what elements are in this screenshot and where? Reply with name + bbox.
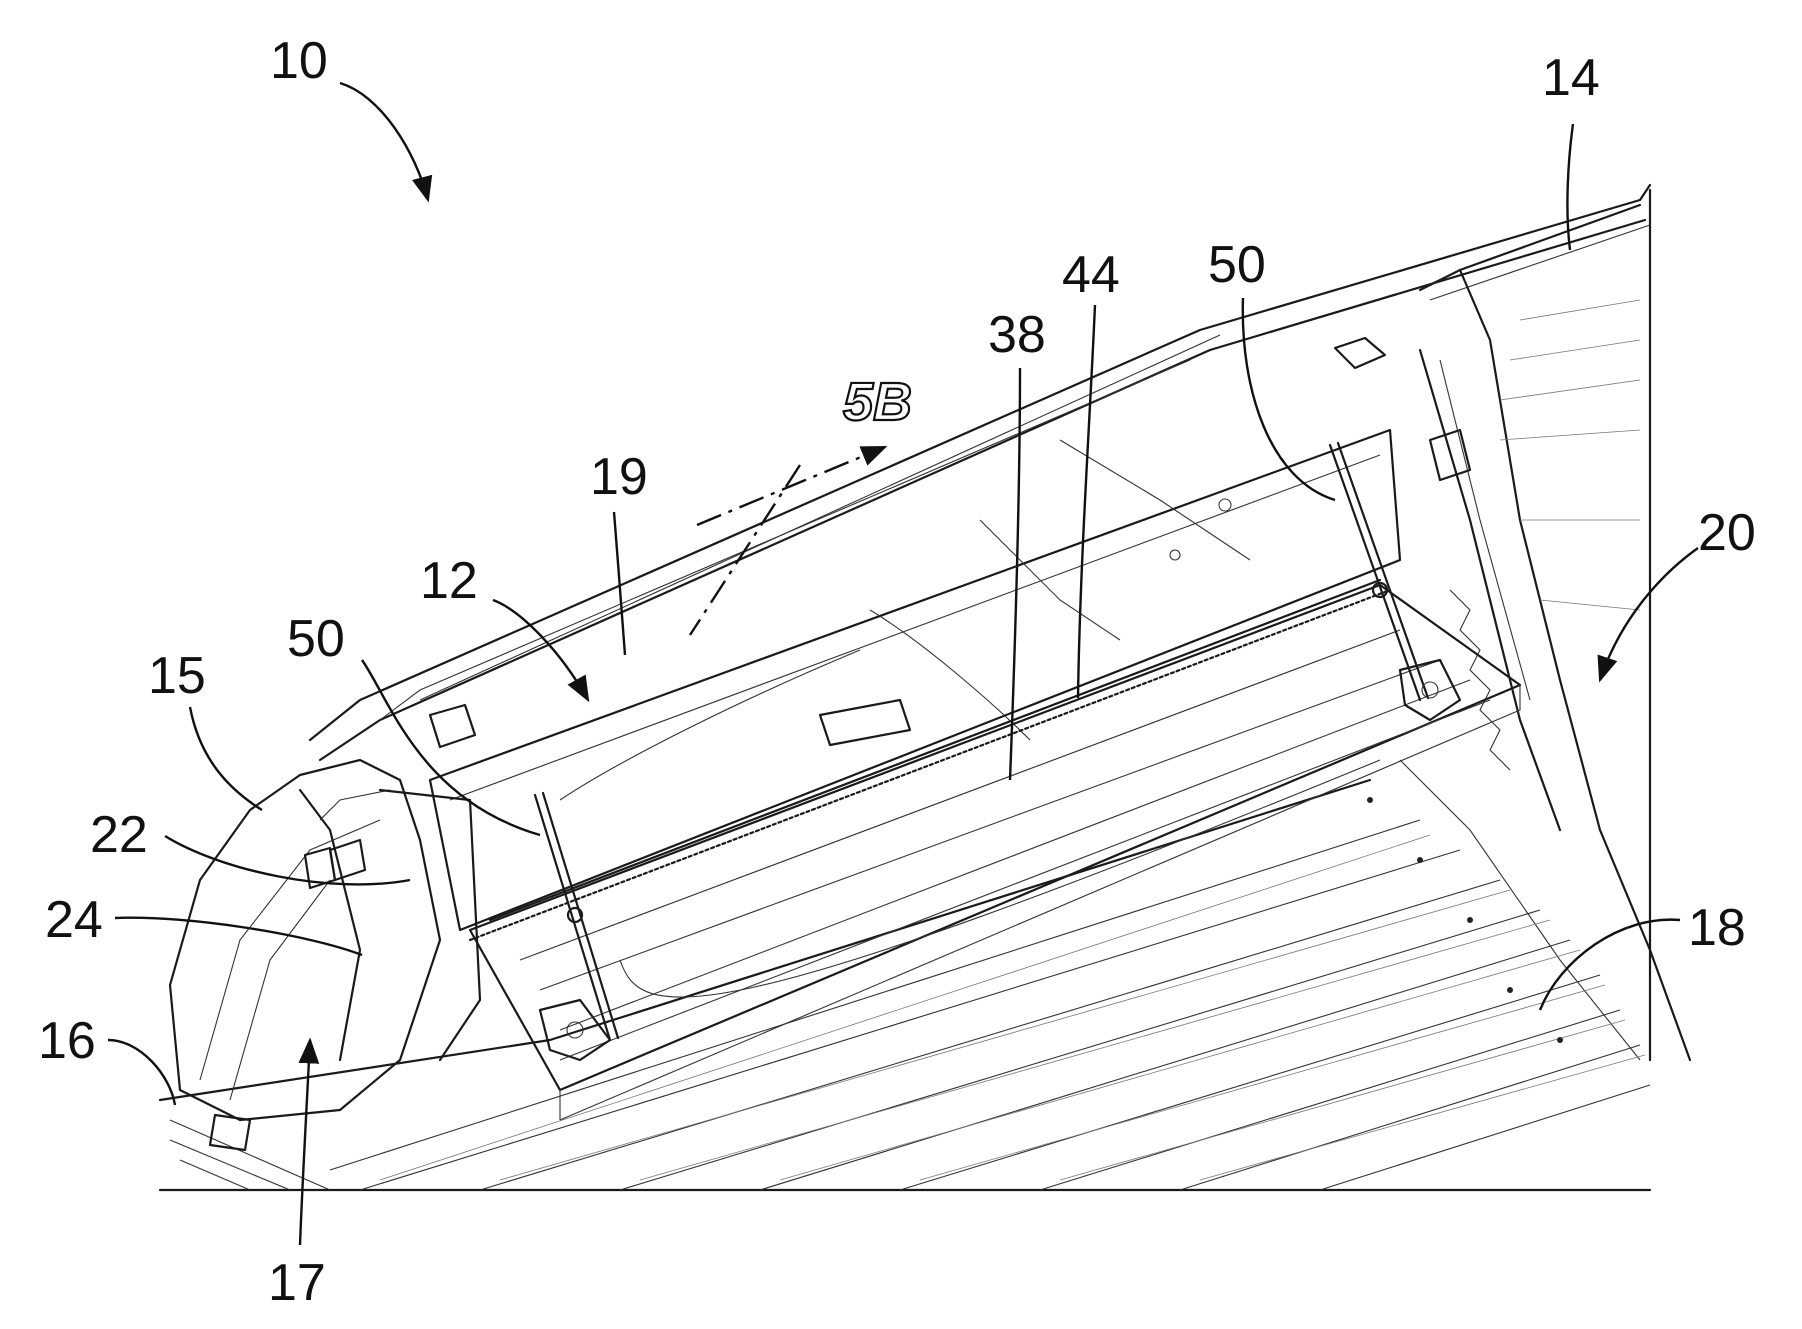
- ref-label-10: 10: [270, 32, 328, 90]
- ref-label-17: 17: [268, 1254, 326, 1312]
- reference-numerals: 10 14 50 44 38 5B 19 20 12 50 15 22 24 1…: [38, 32, 1756, 1312]
- ref-label-12: 12: [420, 552, 478, 610]
- ref-label-14: 14: [1542, 49, 1600, 107]
- truck-bed-illustration: [160, 185, 1690, 1190]
- ref-label-50-left: 50: [287, 610, 345, 668]
- ref-label-16: 16: [38, 1012, 96, 1070]
- storage-lid: [470, 580, 1520, 1120]
- ref-label-20: 20: [1698, 504, 1756, 562]
- ref-label-24: 24: [45, 891, 103, 949]
- section-view-label-5b: 5B: [843, 372, 912, 432]
- bed-side-wall: [1400, 190, 1690, 1060]
- ref-label-19: 19: [590, 448, 648, 506]
- ref-label-50-right: 50: [1208, 236, 1266, 294]
- bed-rail: [310, 185, 1650, 760]
- ref-label-22: 22: [90, 806, 148, 864]
- tailgate-section: [170, 760, 480, 1190]
- ref-label-38: 38: [988, 306, 1046, 364]
- gas-struts: [535, 443, 1460, 1060]
- ref-label-15: 15: [148, 647, 206, 705]
- ref-label-18: 18: [1688, 899, 1746, 957]
- ref-label-44: 44: [1062, 246, 1120, 304]
- bed-floor: [160, 780, 1650, 1190]
